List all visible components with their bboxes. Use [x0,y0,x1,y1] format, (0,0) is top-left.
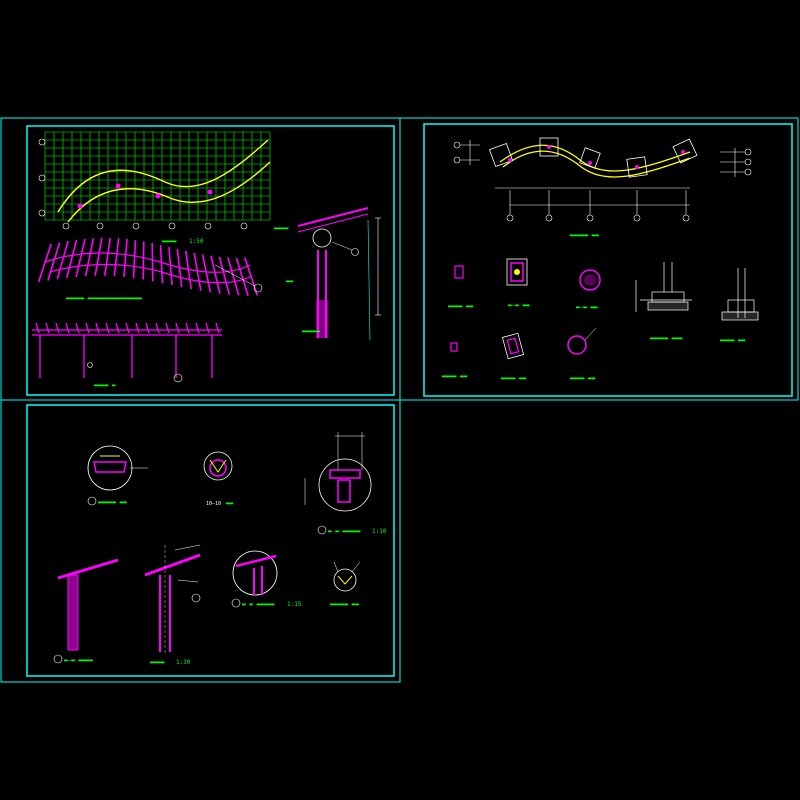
svg-text:▬▬▬▬ ▬▬: ▬▬▬▬ ▬▬ [442,373,468,380]
axis-bubble-icon [38,209,46,217]
svg-text:▬▬▬▬ ▬▬: ▬▬▬▬ ▬▬ [570,375,596,382]
plan-grid [44,131,271,223]
svg-text:▬▬: ▬▬ [286,278,294,285]
svg-text:▬▬▬▬: ▬▬▬▬ [150,659,165,666]
column-section: ▬▬▬▬ ▬▬ ▬▬▬▬▬ [274,207,381,341]
svg-text:1:30: 1:30 [176,659,191,666]
svg-text:▬▬▬▬▬ ▬▬: ▬▬▬▬▬ ▬▬ [98,499,127,506]
svg-text:▬▬: ▬▬ [226,500,234,507]
scale-label: 1:50 [189,238,204,245]
svg-text:▬ ▬ ▬▬▬▬▬: ▬ ▬ ▬▬▬▬▬ [242,601,275,608]
svg-text:▬▬▬▬▬ ▬▬: ▬▬▬▬▬ ▬▬ [570,232,599,239]
svg-text:▬—▬ ▬▬: ▬—▬ ▬▬ [508,302,530,309]
svg-text:▬▬▬▬ ▬▬: ▬▬▬▬ ▬▬ [501,375,527,382]
roof-plan-slats [37,237,259,296]
svg-text:▬▬▬▬▬: ▬▬▬▬▬ [302,328,320,335]
section-10-10-label: 10—10 [206,501,221,507]
svg-text:▬▬▬▬ ▬▬: ▬▬▬▬ ▬▬ [448,303,474,310]
footing-detail [635,262,692,312]
details-sheet-3: ▬▬▬▬▬ ▬▬ 10—10 ▬▬ ▬ ▬ ▬▬▬▬▬ 1:10 ▬—▬ ▬▬▬… [53,432,387,666]
svg-text:1:15: 1:15 [287,601,302,608]
svg-text:▬ ▬ ▬▬▬▬▬: ▬ ▬ ▬▬▬▬▬ [328,528,361,535]
svg-text:▬▬▬▬: ▬▬▬▬ [274,225,289,232]
svg-text:▬—▬ ▬▬▬▬: ▬—▬ ▬▬▬▬ [64,657,93,664]
svg-text:1:10: 1:10 [372,528,387,535]
svg-text:▬—▬ ▬▬: ▬—▬ ▬▬ [576,304,598,311]
drawing-frames [0,117,799,683]
curved-plan: ▬▬▬▬▬ ▬▬ [453,137,752,239]
svg-text:▬▬▬▬ ▬▬: ▬▬▬▬ ▬▬ [720,337,746,344]
wall-detail [721,268,759,321]
roof-plan-beams [44,252,253,284]
details-sheet-2: ▬▬▬▬ ▬▬ ▬—▬ ▬▬ ▬—▬ ▬▬ ▬▬▬▬▬ ▬▬▬ ▬▬▬▬ ▬▬ … [442,258,759,382]
svg-text:▬▬▬▬▬ ▬▬: ▬▬▬▬▬ ▬▬ [330,601,359,608]
axis-bubble-icon [38,174,46,182]
svg-text:▬▬▬▬▬ ▬▬▬▬▬▬▬▬▬▬▬▬▬▬▬: ▬▬▬▬▬ ▬▬▬▬▬▬▬▬▬▬▬▬▬▬▬ [66,295,142,302]
axis-bubble-icon [38,138,46,146]
svg-text:▬▬▬▬▬ ▬▬▬: ▬▬▬▬▬ ▬▬▬ [650,335,683,342]
svg-text:▬▬▬▬ ▬: ▬▬▬▬ ▬ [94,382,116,389]
detail-callout-icon [253,283,263,293]
svg-text:▬▬▬▬: ▬▬▬▬ [162,238,177,245]
grid-axis-bubbles [38,138,248,230]
pergola-elevation [32,322,222,378]
